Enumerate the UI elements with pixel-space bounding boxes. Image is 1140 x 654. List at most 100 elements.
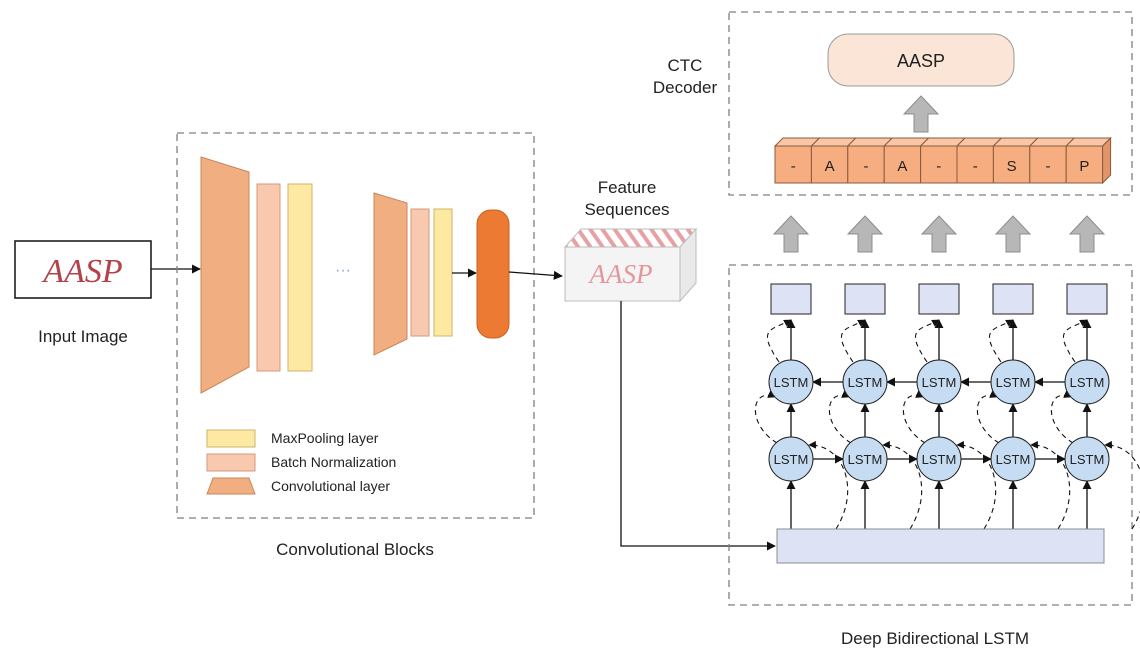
feature-sequence-cube: AASP [563, 227, 698, 303]
ctc-cell-label: - [936, 158, 941, 175]
maxpool-layer-2 [433, 208, 453, 337]
skip-connection [754, 390, 778, 444]
legend-batchnorm-swatch [206, 453, 256, 472]
skip-connection [956, 440, 997, 530]
ctc-cell: - [955, 137, 1003, 184]
backward-lstm-cell [1064, 359, 1110, 405]
ctc-cell-label: A [897, 158, 907, 175]
ctc-cell-label: A [825, 158, 835, 175]
input-image-text: AASP [41, 253, 122, 290]
lstm-label: Deep Bidirectional LSTM [841, 629, 1029, 648]
skip-connection [976, 390, 1000, 444]
ctc-sequence: -A-A--S-P [773, 136, 1112, 185]
final-conv-layer [476, 209, 510, 339]
lstm-network: LSTM LSTM LSTM LSTM LSTM LSTM LSTM LSTM LSTM LSTM [754, 283, 1140, 530]
input-image-label: Input Image [38, 327, 128, 346]
feature-cube-front [564, 246, 681, 302]
lstm-cell-label: LSTM [1070, 375, 1105, 390]
skip-connection [915, 319, 940, 363]
lstm-cell-label: LSTM [774, 375, 809, 390]
hidden-state-box [844, 283, 886, 315]
ctc-cell-label: - [791, 158, 796, 175]
ctc-label-line2: Decoder [653, 78, 718, 97]
feature-cube-text: AASP [588, 259, 653, 289]
up-arrow-icon [847, 215, 883, 253]
skip-connection [828, 390, 852, 444]
lstm-cell-label: LSTM [774, 452, 809, 467]
ctc-cell: - [773, 137, 821, 184]
skip-connection [767, 319, 792, 363]
batchnorm-layer-2 [410, 208, 430, 337]
up-arrow-icon [773, 215, 809, 253]
input-image: AASP [14, 240, 152, 299]
up-arrow-icon [995, 215, 1031, 253]
skip-connection [1104, 440, 1140, 530]
forward-lstm-cell [916, 436, 962, 482]
forward-lstm-cell [1064, 436, 1110, 482]
lstm-cell-label: LSTM [996, 452, 1031, 467]
lstm-cell-label: LSTM [922, 375, 957, 390]
ctc-cell-side [1102, 136, 1112, 185]
backward-lstm-cell [768, 359, 814, 405]
legend-maxpool-label: MaxPooling layer [271, 430, 379, 446]
skip-connection [902, 390, 926, 444]
legend-conv-swatch [206, 477, 256, 495]
lstm-cell-label: LSTM [922, 452, 957, 467]
ctc-decoder-frame [728, 11, 1133, 196]
batchnorm-layer-1 [256, 183, 281, 372]
legend-maxpool-swatch [206, 429, 256, 448]
feature-label-line2: Sequences [584, 200, 669, 219]
backward-lstm-cell [990, 359, 1036, 405]
lstm-cell-label: LSTM [996, 375, 1031, 390]
ctc-cell: - [919, 137, 967, 184]
lstm-input-box [776, 528, 1105, 564]
ctc-cell-label: - [864, 158, 869, 175]
up-arrow-icon [1069, 215, 1105, 253]
lstm-cell-label: LSTM [1070, 452, 1105, 467]
legend-batchnorm-label: Batch Normalization [271, 454, 396, 470]
conv-layer-2 [373, 192, 408, 356]
lstm-cell-label: LSTM [848, 452, 883, 467]
ctc-output-arrow [903, 95, 939, 133]
ctc-output-text: AASP [897, 51, 945, 71]
ctc-cell: S [992, 137, 1040, 184]
hidden-state-box [918, 283, 960, 315]
hidden-state-box [770, 283, 812, 315]
feature-label-line1: Feature [598, 178, 657, 197]
skip-connection [808, 440, 849, 530]
backward-lstm-cell [842, 359, 888, 405]
ctc-output-box [827, 33, 1015, 87]
maxpool-layer-1 [287, 183, 313, 372]
conv-to-feature-arrow [508, 270, 563, 280]
ctc-cell: P [1064, 137, 1112, 184]
forward-lstm-cell [842, 436, 888, 482]
conv-layer-1 [200, 156, 250, 394]
conv-blocks-label: Convolutional Blocks [276, 540, 434, 559]
up-arrow-icon [921, 215, 957, 253]
hidden-state-box [1066, 283, 1108, 315]
skip-connection [1050, 390, 1074, 444]
ctc-cell-label: - [973, 158, 978, 175]
ctc-label-line1: CTC [668, 56, 703, 75]
skip-connection [882, 440, 923, 530]
forward-lstm-cell [990, 436, 1036, 482]
ctc-cell-label: - [1046, 158, 1051, 175]
layers-ellipsis: ··· [335, 262, 351, 279]
skip-connection [841, 319, 866, 363]
skip-connection [1063, 319, 1088, 363]
forward-lstm-cell [768, 436, 814, 482]
ctc-cell-label: P [1079, 158, 1089, 175]
skip-connection [989, 319, 1014, 363]
feature-to-lstm-arrow [620, 301, 776, 551]
feature-cube-top [563, 228, 698, 248]
ctc-cell: A [882, 137, 930, 184]
legend-conv-label: Convolutional layer [271, 478, 390, 494]
lstm-cell-label: LSTM [848, 375, 883, 390]
lstm-to-decoder-arrows [773, 215, 1105, 253]
ctc-cell-label: S [1007, 158, 1017, 175]
backward-lstm-cell [916, 359, 962, 405]
hidden-state-box [992, 283, 1034, 315]
skip-connection [1030, 440, 1071, 530]
conv-legend: MaxPooling layer Batch Normalization Con… [206, 429, 396, 495]
